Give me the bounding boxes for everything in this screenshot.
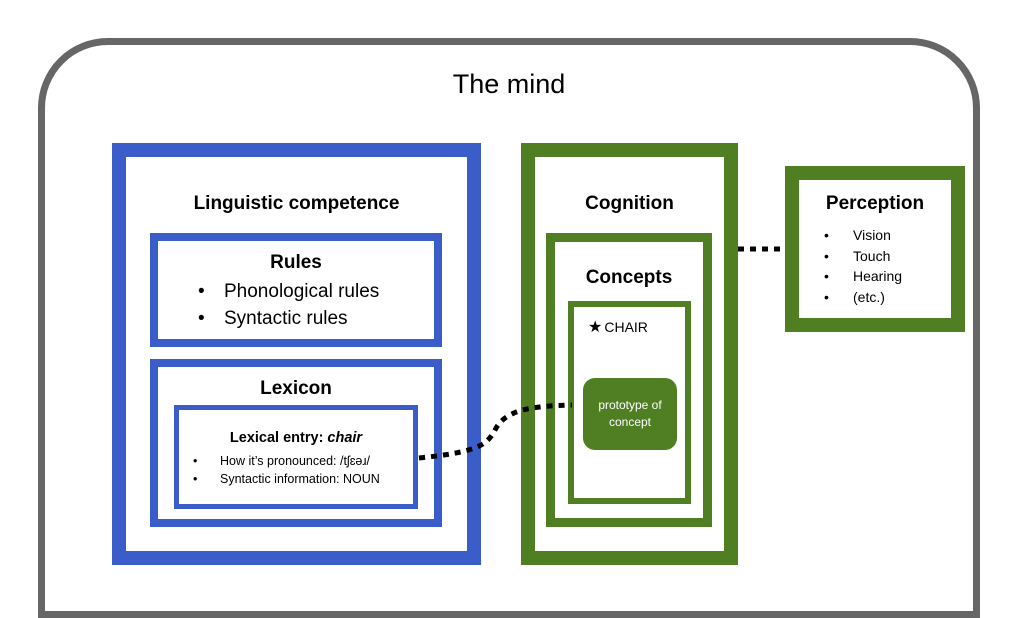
perception-item: Hearing — [824, 266, 954, 287]
lexical-entry-item: Syntactic information: NOUN — [193, 470, 415, 488]
concepts-title: Concepts — [585, 267, 673, 288]
rule-item: Phonological rules — [198, 278, 438, 305]
rules-box — [150, 233, 442, 347]
rule-item: Syntactic rules — [198, 305, 438, 332]
rules-title: Rules — [270, 252, 322, 273]
chair-concept-box — [568, 301, 691, 504]
lexicon-title: Lexicon — [260, 378, 332, 399]
chair-concept-label: ★CHAIR — [588, 317, 688, 337]
cognition-title: Cognition — [585, 193, 674, 214]
perception-box — [785, 166, 965, 332]
lexical-entry-prefix: Lexical entry: — [229, 430, 328, 446]
lexical-entry-title: Lexical entry: chair — [174, 430, 418, 446]
mind-title: The mind — [452, 69, 566, 99]
lexical-entry-word: chair — [327, 430, 363, 446]
star-icon: ★ — [588, 319, 603, 336]
perception-list: Vision Touch Hearing (etc.) — [824, 225, 954, 307]
perception-item: (etc.) — [824, 287, 954, 308]
chair-concept-text: CHAIR — [604, 319, 648, 335]
concepts-box — [546, 233, 712, 527]
rules-list: Phonological rules Syntactic rules — [198, 278, 438, 332]
perception-title: Perception — [825, 193, 925, 214]
lexical-entry-box — [174, 405, 418, 509]
lexical-entry-item: How it’s pronounced: /tʃɛəɹ/ — [193, 452, 415, 470]
lexical-entry-list: How it’s pronounced: /tʃɛəɹ/ Syntactic i… — [193, 452, 415, 488]
perception-item: Vision — [824, 225, 954, 246]
perception-item: Touch — [824, 246, 954, 267]
prototype-of-concept: prototype of concept — [583, 378, 677, 450]
linguistic-competence-title: Linguistic competence — [193, 193, 400, 214]
